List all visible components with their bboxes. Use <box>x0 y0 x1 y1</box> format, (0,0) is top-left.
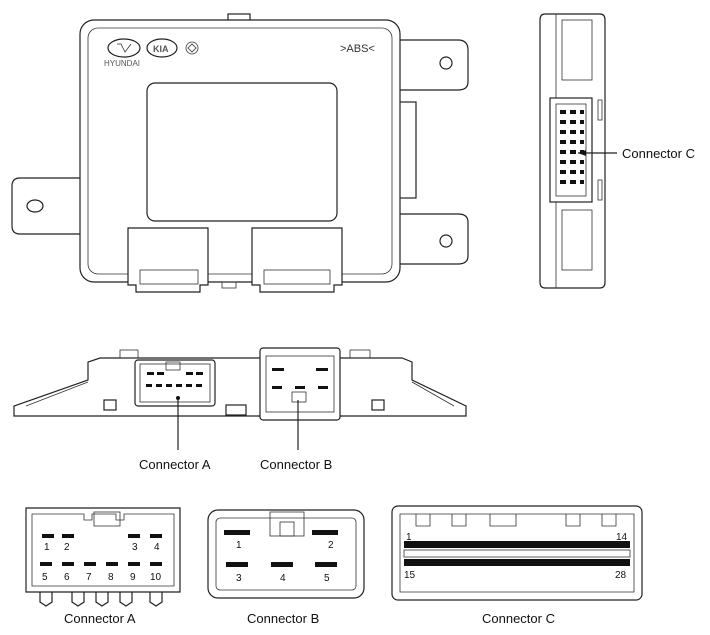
label-front-connector-a: Connector A <box>139 457 211 472</box>
connector-c-face: 1 14 15 28 Connector C <box>391 505 643 626</box>
pin-label: 1 <box>406 532 412 543</box>
module-top-view: HYUNDAI KIA >ABS< <box>11 13 469 293</box>
pin-label: 6 <box>64 572 70 583</box>
pin-label: 14 <box>616 532 628 543</box>
pin-label: 7 <box>86 572 92 583</box>
module-side-view: Connector C <box>539 13 695 289</box>
connector-a-face: 1 2 3 4 5 6 7 8 9 10 Connector A <box>25 507 181 626</box>
pin-label: 3 <box>132 542 138 553</box>
kia-logo-text: KIA <box>153 44 169 54</box>
module-front-view: Connector A Connector B <box>13 347 467 472</box>
pin-label: 4 <box>154 542 160 553</box>
pin-label: 1 <box>44 542 50 553</box>
pin-label: 5 <box>42 572 48 583</box>
pin-label: 8 <box>108 572 114 583</box>
pin-label: 3 <box>236 573 242 584</box>
label-side-connector-c: Connector C <box>622 146 695 161</box>
pin-label: 28 <box>615 570 627 581</box>
pin-label: 4 <box>280 573 286 584</box>
pin-label: 2 <box>64 542 70 553</box>
caption-connector-b: Connector B <box>247 611 319 626</box>
front-connector-a <box>134 359 216 407</box>
pin-label: 2 <box>328 540 334 551</box>
caption-connector-a: Connector A <box>64 611 136 626</box>
label-front-connector-b: Connector B <box>260 457 332 472</box>
brand-text: HYUNDAI <box>104 59 140 68</box>
front-connector-b <box>259 347 341 421</box>
abs-badge: >ABS< <box>340 43 375 55</box>
connector-b-face: 1 2 3 4 5 Connector B <box>207 509 365 626</box>
pin-label: 5 <box>324 573 330 584</box>
pin-label: 9 <box>130 572 136 583</box>
pin-label: 15 <box>404 570 416 581</box>
pin-label: 10 <box>150 572 162 583</box>
pin-label: 1 <box>236 540 242 551</box>
caption-connector-c: Connector C <box>482 611 555 626</box>
